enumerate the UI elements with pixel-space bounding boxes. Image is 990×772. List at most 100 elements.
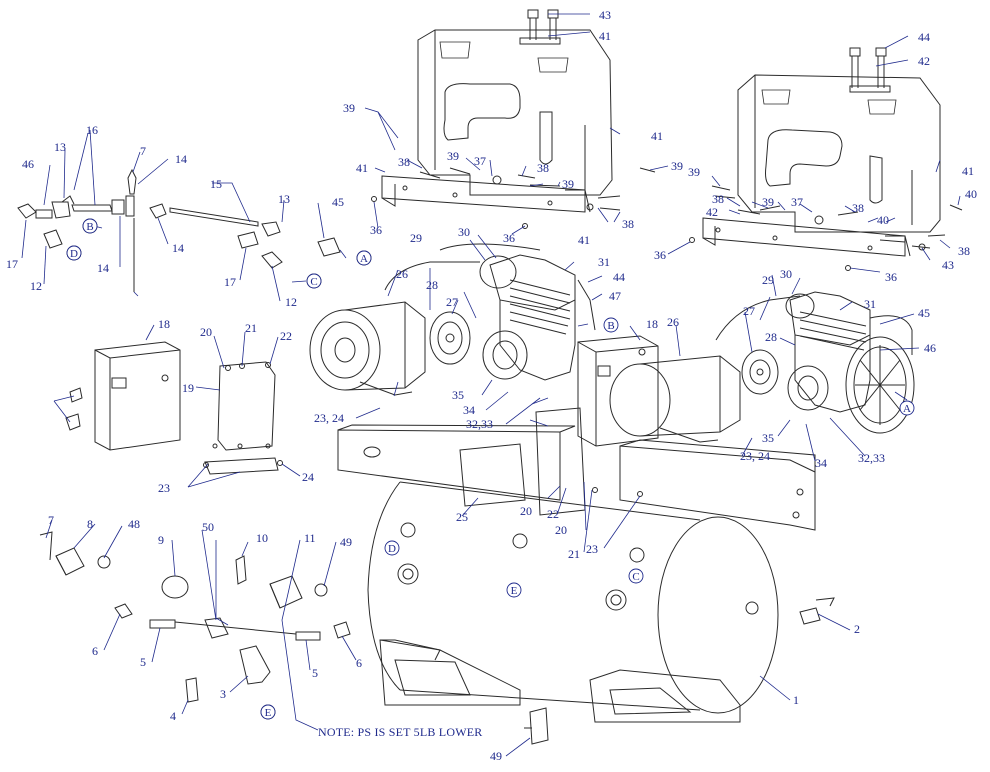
callout-23-24a: 23, 24	[314, 411, 344, 425]
callout-39c: 39	[562, 177, 574, 191]
callout-38c: 38	[622, 217, 634, 231]
callout-36d: 36	[885, 270, 897, 284]
callout-37b: 37	[791, 195, 803, 209]
connector-letter-b1: B	[86, 221, 93, 233]
callout-38a: 38	[398, 155, 410, 169]
connector-bubble-c2	[628, 568, 644, 584]
callout-9: 9	[158, 533, 164, 547]
callout-39g: 40	[877, 213, 889, 227]
callout-34b: 34	[815, 456, 827, 470]
callout-7a: 7	[140, 144, 146, 158]
belt-guard-shroud-right	[737, 74, 941, 233]
shroud-bracket-left	[381, 175, 591, 213]
callout-10: 10	[256, 531, 268, 545]
callout-27b: 27	[743, 304, 755, 318]
callout-4: 4	[170, 709, 176, 723]
callout-40b: 41	[962, 164, 974, 178]
callout-18b: 18	[646, 317, 658, 331]
connector-letter-e1: E	[511, 585, 518, 597]
callout-41b: 41	[356, 161, 368, 175]
callout-29a: 29	[410, 231, 422, 245]
connector-bubble-c1	[306, 273, 322, 289]
callout-47: 49	[490, 749, 502, 763]
motor-left	[309, 301, 426, 396]
callout-16: 16	[86, 123, 98, 137]
connector-letter-d2: D	[388, 543, 396, 555]
callout-28a: 28	[426, 278, 438, 292]
belt-guard-shroud-left	[417, 29, 613, 196]
callout-31a: 31	[598, 255, 610, 269]
connector-bubble-a2	[899, 400, 915, 416]
callout-46a: 48	[128, 517, 140, 531]
air-tank	[367, 481, 779, 723]
drain-valve-47	[524, 707, 549, 745]
callout-30b: 30	[780, 267, 792, 281]
callout-24: 24	[302, 470, 314, 484]
shroud-fasteners-right	[689, 47, 963, 271]
pulley-left	[429, 311, 471, 365]
callout-44a: 45	[332, 195, 344, 209]
drain-valve-2	[799, 597, 835, 625]
callout-48: 50	[202, 520, 214, 534]
callout-5a: 5	[140, 655, 146, 669]
callout-38f: 38	[958, 244, 970, 258]
callout-14a: 14	[175, 152, 187, 166]
callout-5b: 5	[312, 666, 318, 680]
pump-left	[384, 243, 596, 381]
callout-45b: 47	[609, 289, 621, 303]
callout-43b: 45	[918, 306, 930, 320]
callout-21a: 21	[245, 321, 257, 335]
connector-bubble-d1	[66, 245, 82, 261]
callout-32-33b: 32,33	[858, 451, 885, 465]
fittings-bottom-left	[39, 531, 351, 720]
callout-26a: 26	[396, 267, 408, 281]
callout-6b: 6	[356, 656, 362, 670]
callout-20b: 20	[520, 504, 532, 518]
callout-30a: 30	[458, 225, 470, 239]
pressure-switch-note: NOTE: PS IS SET 5LB LOWER	[318, 725, 483, 739]
callout-36c: 36	[654, 248, 666, 262]
callout-42a: 43	[599, 8, 611, 22]
callout-35b: 35	[762, 431, 774, 445]
callout-38b: 38	[537, 161, 549, 175]
callout-32-33a: 32,33	[466, 417, 493, 431]
callout-41a: 41	[599, 29, 611, 43]
callout-22a: 22	[280, 329, 292, 343]
callout-29b: 29	[762, 273, 774, 287]
connector-letter-c1: C	[310, 276, 317, 288]
callout-40a: 41	[651, 129, 663, 143]
callout-41f: 43	[942, 258, 954, 272]
callout-41c: 41	[578, 233, 590, 247]
mounting-rail	[337, 407, 816, 531]
callout-45a: 46	[22, 157, 34, 171]
callout-8: 8	[87, 517, 93, 531]
callout-39d: 39	[671, 159, 683, 173]
connector-bubble-e2	[260, 704, 276, 720]
callout-2: 2	[854, 622, 860, 636]
connector-letter-d1: D	[70, 248, 78, 260]
callout-46b: 49	[340, 535, 352, 549]
leader-lines	[21, 13, 961, 757]
connector-bubble-e1	[506, 582, 522, 598]
callout-38e: 38	[852, 201, 864, 215]
callout-41d: 42	[918, 54, 930, 68]
callout-41e: 42	[706, 205, 718, 219]
connector-letter-e2: E	[265, 707, 272, 719]
callout-43a: 44	[613, 270, 625, 284]
connector-bubble-b2	[603, 317, 619, 333]
callout-14c: 14	[97, 261, 109, 275]
callout-6a: 6	[92, 644, 98, 658]
shroud-bracket-right	[702, 215, 911, 257]
callout-1: 1	[793, 693, 799, 707]
callout-39e: 39	[688, 165, 700, 179]
callout-18a: 18	[158, 317, 170, 331]
connector-bubble-b1	[82, 218, 98, 234]
callout-38d: 38	[712, 192, 724, 206]
callout-39a: 39	[343, 101, 355, 115]
shroud-fasteners-left	[371, 9, 656, 229]
callout-27a: 27	[446, 295, 458, 309]
callout-11: 11	[304, 531, 316, 545]
callout-21b: 21	[568, 547, 580, 561]
pressure-switch-box-center	[577, 335, 659, 447]
pump-right	[715, 291, 915, 434]
